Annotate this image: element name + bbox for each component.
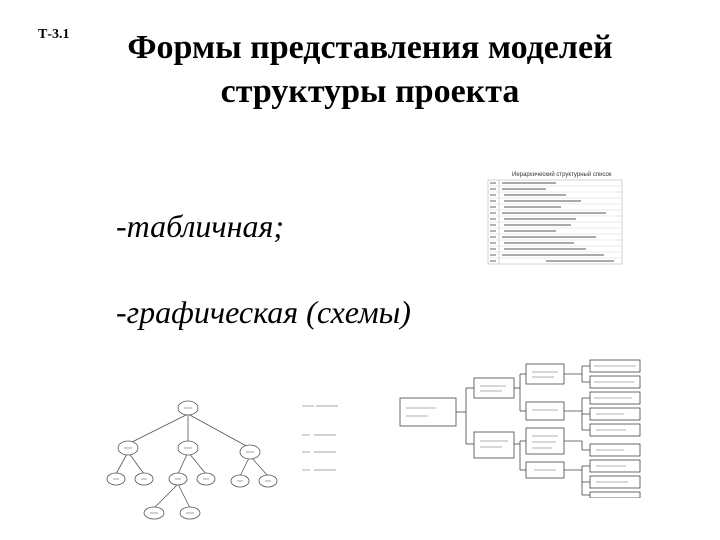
title-line-2: структуры проекта (220, 73, 520, 110)
tree-diagram-image (106, 400, 338, 520)
slide-title: Формы представления моделей структуры пр… (100, 26, 640, 114)
bullet-tabular: -табличная; (116, 208, 285, 244)
table-thumbnail-title: Иерархический структурный список (512, 171, 612, 178)
block-diagram-image (399, 359, 641, 498)
bullet-graphic: -графическая (схемы) (116, 294, 411, 330)
slide-code: Т-3.1 (38, 27, 70, 42)
table-thumbnail-image: Иерархический структурный список (487, 171, 623, 265)
title-line-1: Формы представления моделей (127, 29, 613, 66)
